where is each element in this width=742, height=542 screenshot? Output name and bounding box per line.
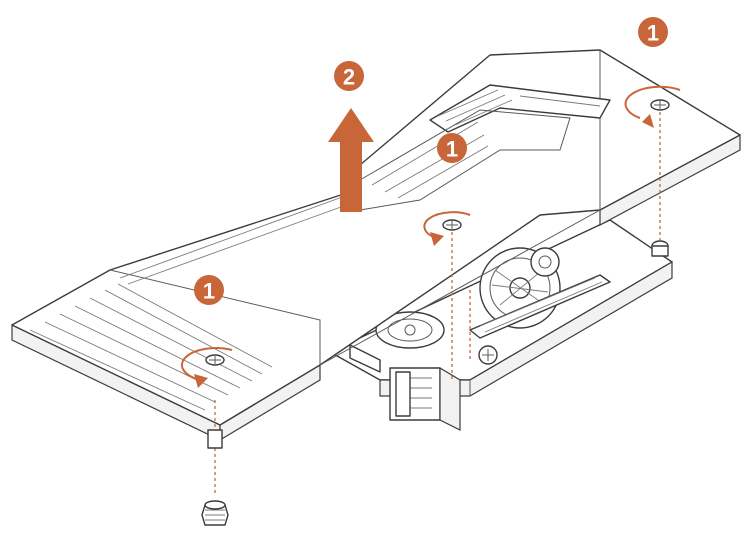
heat-pipe — [469, 274, 611, 339]
up-arrow-icon — [328, 108, 374, 212]
gpu-chip — [349, 311, 445, 373]
sata-connector — [389, 366, 461, 431]
screw-left — [205, 354, 225, 366]
step-number: 2 — [343, 65, 355, 90]
step-number: 1 — [647, 21, 659, 46]
board-screw-right — [478, 345, 498, 365]
cover-plate — [11, 49, 741, 442]
step-badge-center: 1 — [437, 133, 467, 163]
step-number: 1 — [203, 279, 215, 304]
step-number: 1 — [446, 137, 458, 162]
board-standoff-rear — [651, 240, 669, 257]
screw-center — [442, 219, 462, 231]
standoff-bottom — [201, 400, 229, 526]
step-badge-top-right: 1 — [638, 17, 668, 47]
rotate-ccw-arrow-icon — [624, 85, 681, 128]
rotate-ccw-arrow-icon — [181, 347, 233, 388]
rotate-ccw-arrow-icon — [423, 211, 471, 246]
step-badge-left: 1 — [194, 275, 224, 305]
screw-top-right — [650, 99, 670, 111]
step-badge-lift: 2 — [334, 61, 364, 91]
